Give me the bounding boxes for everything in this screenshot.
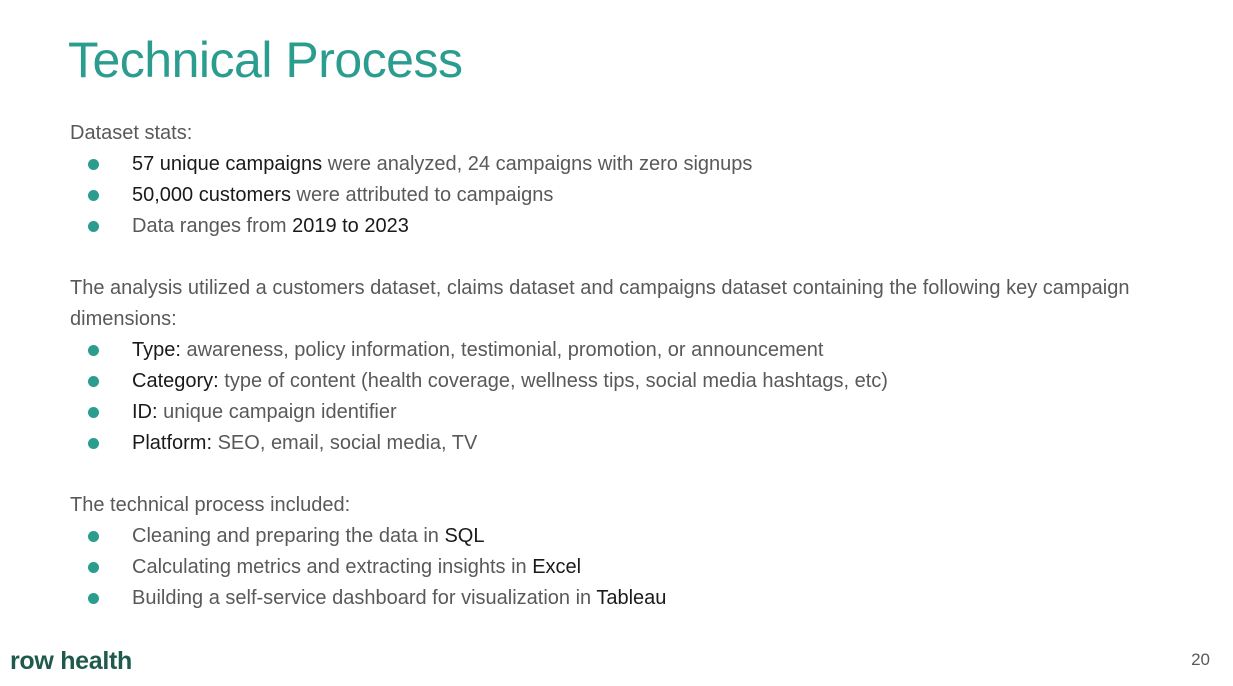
analysis-intro: The analysis utilized a customers datase… (70, 277, 1130, 330)
list-item: 50,000 customers were attributed to camp… (70, 180, 1180, 211)
bullet-icon (88, 221, 99, 232)
list-item: Platform: SEO, email, social media, TV (70, 428, 1180, 459)
bullet-icon (88, 376, 99, 387)
stat-highlight: 57 unique campaigns (132, 153, 323, 175)
process-text: Calculating metrics and extracting insig… (132, 556, 533, 578)
stat-highlight: 2019 to 2023 (292, 215, 409, 237)
tool-name: Tableau (596, 587, 667, 609)
spacer (70, 242, 1180, 273)
dimension-text: unique campaign identifier (157, 401, 397, 423)
list-item: 57 unique campaigns were analyzed, 24 ca… (70, 149, 1180, 180)
stat-text: were attributed to campaigns (290, 184, 554, 206)
list-item: Building a self-service dashboard for vi… (70, 583, 1180, 614)
bullet-icon (88, 593, 99, 604)
tool-name: Excel (532, 556, 582, 578)
bullet-icon (88, 438, 99, 449)
list-item: Calculating metrics and extracting insig… (70, 552, 1180, 583)
bullet-icon (88, 159, 99, 170)
list-item: Cleaning and preparing the data in SQL (70, 521, 1180, 552)
spacer (70, 459, 1180, 490)
bullet-icon (88, 562, 99, 573)
process-text: Building a self-service dashboard for vi… (132, 587, 597, 609)
list-item: Category: type of content (health covera… (70, 366, 1180, 397)
dimension-label: Type: (132, 339, 181, 361)
slide-body: Dataset stats: 57 unique campaigns were … (70, 118, 1180, 614)
bullet-icon (88, 531, 99, 542)
dimension-label: ID: (132, 401, 158, 423)
list-item: Data ranges from 2019 to 2023 (70, 211, 1180, 242)
dimension-text: type of content (health coverage, wellne… (218, 370, 888, 392)
process-text: Cleaning and preparing the data in (132, 525, 445, 547)
dimension-text: SEO, email, social media, TV (212, 432, 478, 454)
bullet-icon (88, 407, 99, 418)
bullet-icon (88, 190, 99, 201)
tool-name: SQL (444, 525, 485, 547)
technical-process-list: Cleaning and preparing the data in SQL C… (70, 521, 1180, 614)
dataset-heading: Dataset stats: (70, 122, 193, 144)
dimension-text: awareness, policy information, testimoni… (180, 339, 824, 361)
stat-text: were analyzed, 24 campaigns with zero si… (322, 153, 753, 175)
dataset-stats-list: 57 unique campaigns were analyzed, 24 ca… (70, 149, 1180, 242)
slide-title: Technical Process (68, 32, 463, 88)
brand-logo: row health (10, 647, 133, 675)
dimension-label: Category: (132, 370, 219, 392)
page-number: 20 (1191, 650, 1210, 669)
bullet-icon (88, 345, 99, 356)
list-item: Type: awareness, policy information, tes… (70, 335, 1180, 366)
list-item: ID: unique campaign identifier (70, 397, 1180, 428)
stat-highlight: 50,000 customers (132, 184, 291, 206)
stat-text: Data ranges from (132, 215, 293, 237)
process-intro: The technical process included: (70, 494, 351, 516)
campaign-dimensions-list: Type: awareness, policy information, tes… (70, 335, 1180, 459)
dimension-label: Platform: (132, 432, 213, 454)
